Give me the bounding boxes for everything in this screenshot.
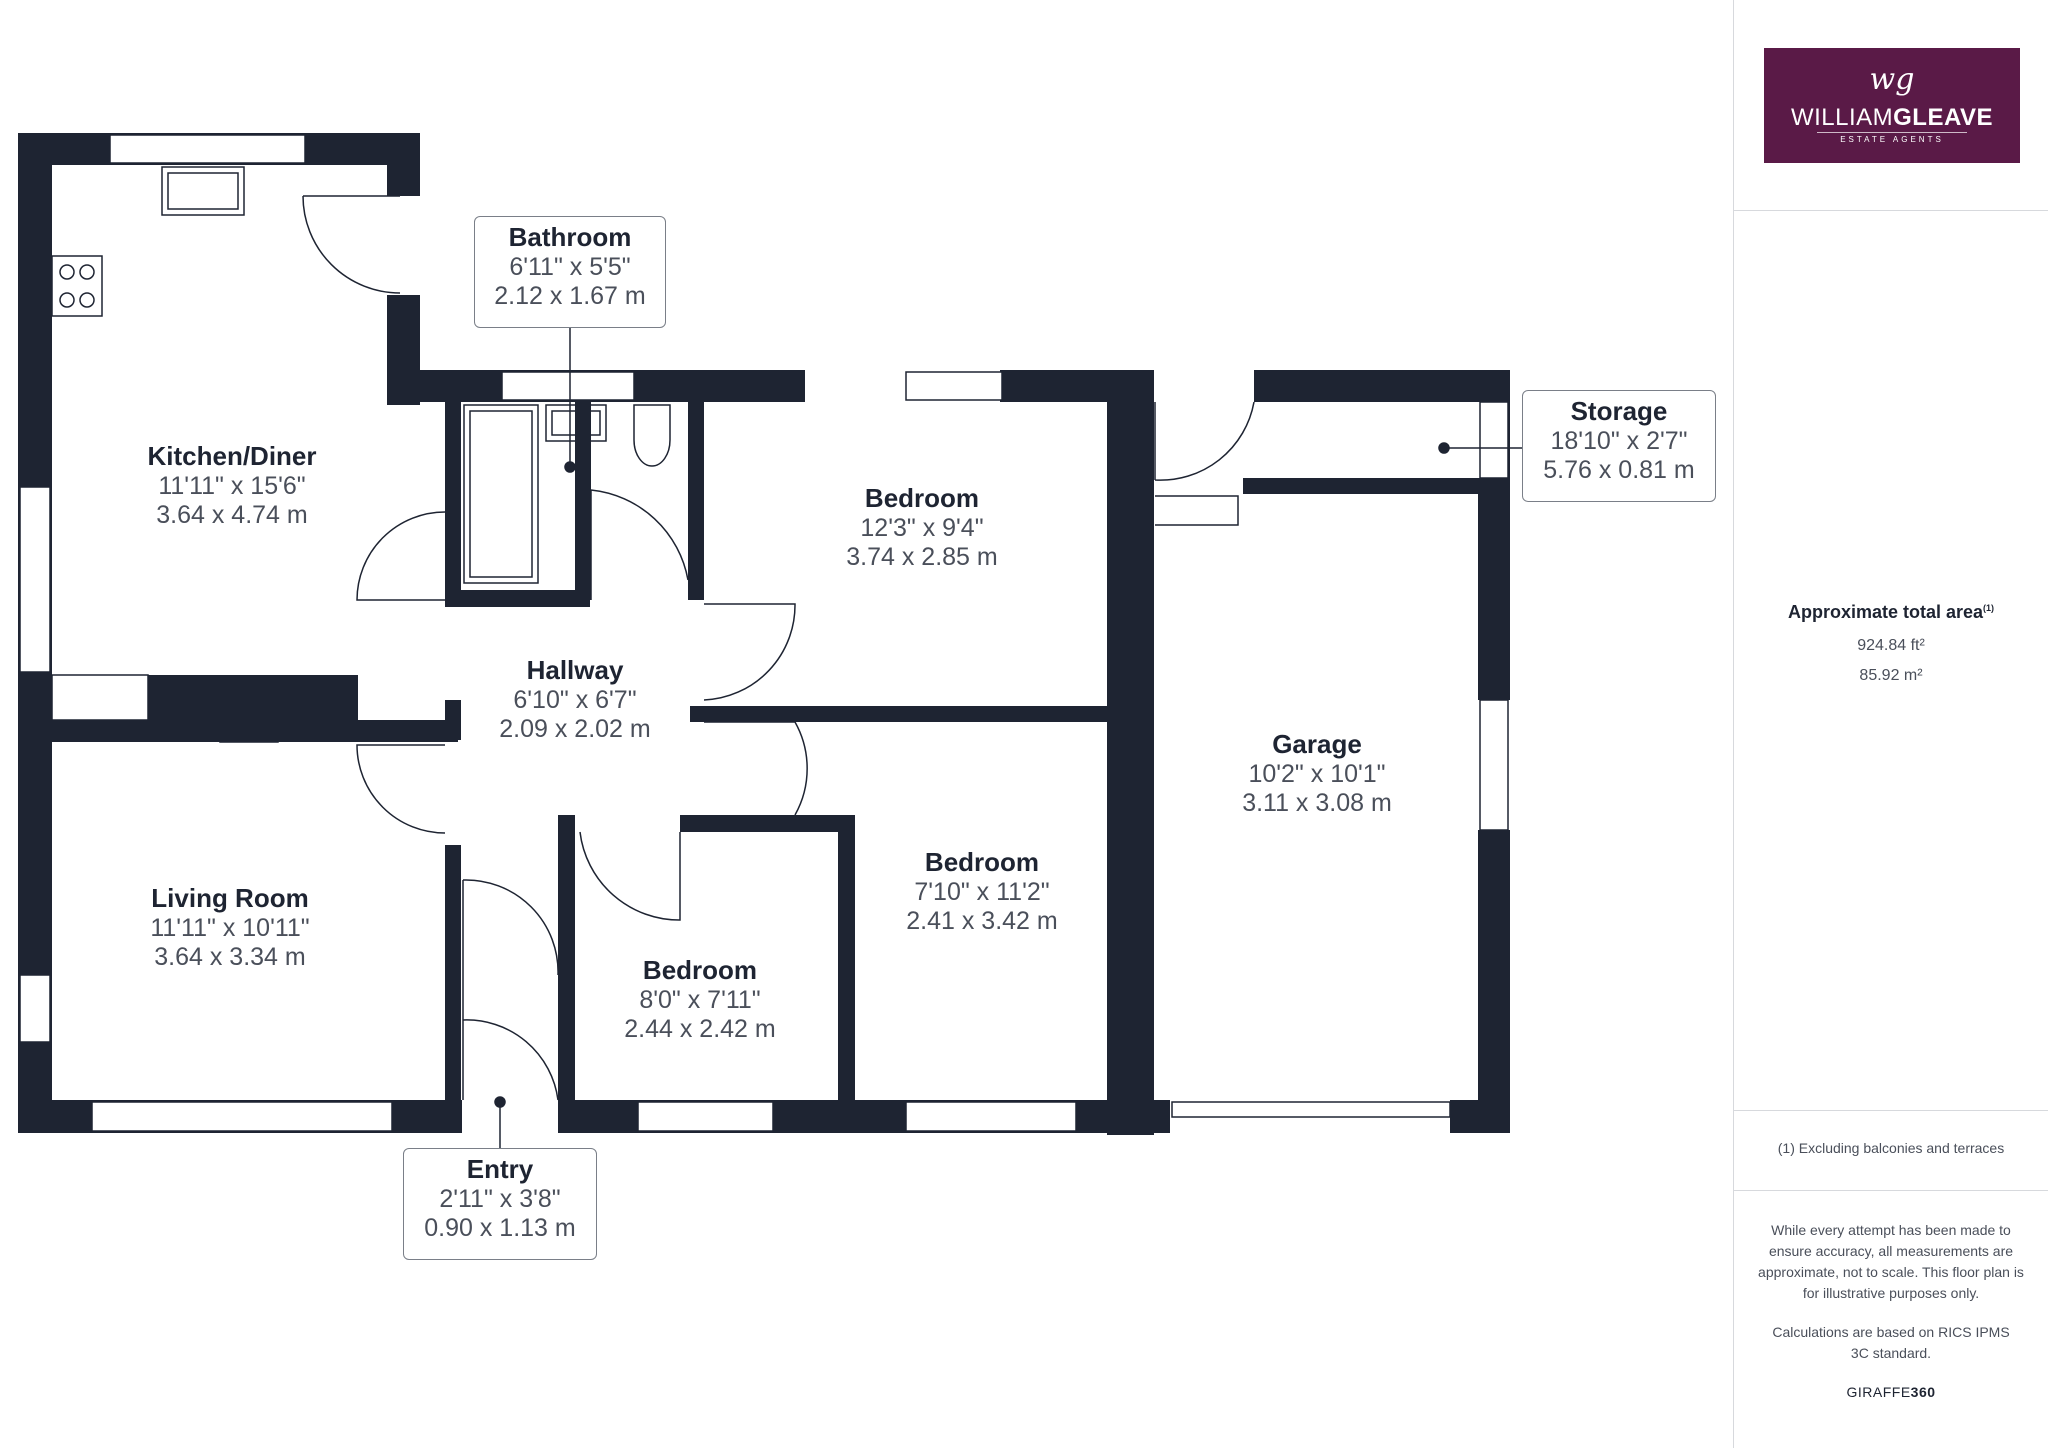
giraffe360-brand: GIRAFFE360 bbox=[1734, 1384, 2048, 1400]
room-dim-imperial: 18'10" x 2'7" bbox=[1550, 426, 1688, 455]
wall-bed1-right bbox=[1107, 370, 1154, 1135]
windows bbox=[19, 134, 1509, 1132]
wall-kitchen-top-right bbox=[387, 133, 420, 196]
room-kitchen-diner: Kitchen/Diner 11'11" x 15'6" 3.64 x 4.74… bbox=[147, 441, 317, 529]
wall-small-bed-right bbox=[838, 815, 855, 1133]
logo-name-bold: GLEAVE bbox=[1893, 104, 1994, 131]
room-dim-metric: 2.09 x 2.02 m bbox=[499, 714, 651, 743]
bathtub bbox=[463, 404, 539, 584]
room-name: Entry bbox=[466, 1154, 534, 1184]
room-dim-metric: 2.41 x 3.42 m bbox=[906, 906, 1058, 935]
logo-name-thin: WILLIAM bbox=[1790, 104, 1894, 131]
doors bbox=[302, 195, 1255, 1101]
wall-small-bed-left bbox=[558, 815, 575, 1133]
area-note-ref: (1) bbox=[1983, 603, 1995, 613]
wall-garage-bottom-right bbox=[1450, 1100, 1510, 1133]
wall-garage-right-top bbox=[1478, 478, 1510, 700]
divider bbox=[1734, 210, 2048, 211]
wall-bath-bottom bbox=[445, 590, 590, 607]
brand-bold: 360 bbox=[1910, 1384, 1936, 1400]
wall-small-bed-top bbox=[680, 815, 855, 832]
room-name: Garage bbox=[1272, 729, 1362, 759]
callout-entry: Entry 2'11" x 3'8" 0.90 x 1.13 m bbox=[403, 1148, 597, 1260]
room-dim-metric: 3.11 x 3.08 m bbox=[1242, 788, 1392, 817]
area-metric: 85.92 m² bbox=[1859, 667, 1923, 684]
wall-bath-inner bbox=[575, 400, 591, 600]
room-dim-imperial: 7'10" x 11'2" bbox=[914, 877, 1050, 906]
room-name: Bedroom bbox=[924, 847, 1040, 877]
room-name: Bathroom bbox=[508, 222, 632, 252]
disclaimer: While every attempt has been made to ens… bbox=[1758, 1222, 2024, 1301]
wall-kitchen-hall bbox=[445, 400, 461, 600]
toilet bbox=[633, 404, 671, 467]
room-dim-metric: 3.64 x 4.74 m bbox=[156, 500, 308, 529]
room-dim-imperial: 10'2" x 10'1" bbox=[1248, 759, 1386, 788]
room-name: Kitchen/Diner bbox=[147, 441, 317, 471]
room-bedroom-middle: Bedroom 7'10" x 11'2" 2.41 x 3.42 m bbox=[906, 847, 1058, 935]
floor-plan: Kitchen/Diner 11'11" x 15'6" 3.64 x 4.74… bbox=[18, 133, 1716, 1260]
room-dim-metric: 0.90 x 1.13 m bbox=[424, 1213, 576, 1242]
info-sidebar: wg WILLIAMGLEAVE ESTATE AGENTS Approxima… bbox=[1733, 0, 2048, 1448]
logo-subtitle: ESTATE AGENTS bbox=[1817, 132, 1967, 144]
floor-plan-drawing bbox=[18, 133, 1522, 1148]
divider bbox=[1734, 1190, 2048, 1191]
room-dim-imperial: 11'11" x 10'11" bbox=[150, 913, 310, 942]
room-dim-imperial: 12'3" x 9'4" bbox=[860, 513, 984, 542]
wall-storage-bottom bbox=[1243, 478, 1483, 494]
kitchen-sink bbox=[161, 166, 245, 216]
room-name: Hallway bbox=[526, 655, 624, 685]
callout-bathroom: Bathroom 6'11" x 5'5" 2.12 x 1.67 m bbox=[474, 216, 666, 328]
area-title-text: Approximate total area bbox=[1787, 602, 1984, 622]
room-dim-metric: 2.12 x 1.67 m bbox=[494, 281, 646, 310]
wall-chimney-right bbox=[338, 675, 358, 720]
room-bedroom-small: Bedroom 8'0" x 7'11" 2.44 x 2.42 m bbox=[624, 955, 776, 1043]
wall-bath-right bbox=[688, 400, 704, 600]
room-name: Living Room bbox=[151, 883, 309, 913]
area-title: Approximate total area(1) bbox=[1734, 602, 2048, 623]
wall-living-hall bbox=[445, 845, 461, 1100]
kitchen-hob bbox=[51, 255, 103, 317]
wall-bed1-bed2 bbox=[690, 706, 1107, 722]
divider bbox=[1734, 1110, 2048, 1111]
wall-garage-right-bottom bbox=[1478, 830, 1510, 1133]
room-dim-imperial: 11'11" x 15'6" bbox=[158, 471, 306, 500]
room-garage: Garage 10'2" x 10'1" 3.11 x 3.08 m bbox=[1242, 729, 1392, 817]
wall-chimney bbox=[148, 675, 338, 742]
room-bedroom-top: Bedroom 12'3" x 9'4" 3.74 x 2.85 m bbox=[846, 483, 998, 571]
callout-pointers bbox=[494, 328, 1522, 1148]
room-dim-metric: 3.74 x 2.85 m bbox=[846, 542, 998, 571]
room-dim-imperial: 6'11" x 5'5" bbox=[509, 252, 631, 281]
room-dim-metric: 2.44 x 2.42 m bbox=[624, 1014, 776, 1043]
logo-mark-icon: wg bbox=[1869, 62, 1915, 97]
footnote: (1) Excluding balconies and terraces bbox=[1777, 1140, 2005, 1156]
fixtures bbox=[51, 166, 671, 743]
logo-name: WILLIAMGLEAVE bbox=[1764, 104, 2020, 132]
brand-thin: GIRAFFE bbox=[1846, 1384, 1911, 1400]
room-name: Storage bbox=[1570, 396, 1668, 426]
room-name: Bedroom bbox=[642, 955, 758, 985]
room-dim-imperial: 8'0" x 7'11" bbox=[639, 985, 761, 1014]
agent-logo: wg WILLIAMGLEAVE ESTATE AGENTS bbox=[1764, 48, 2020, 163]
room-dim-metric: 3.64 x 3.34 m bbox=[154, 942, 306, 971]
room-dim-imperial: 6'10" x 6'7" bbox=[513, 685, 637, 714]
room-hallway: Hallway 6'10" x 6'7" 2.09 x 2.02 m bbox=[499, 655, 651, 743]
room-dim-metric: 5.76 x 0.81 m bbox=[1543, 455, 1695, 484]
bath-sink bbox=[545, 404, 607, 442]
kitchen-counter bbox=[51, 674, 149, 721]
wall-living-hall-top bbox=[445, 700, 461, 740]
callout-storage: Storage 18'10" x 2'7" 5.76 x 0.81 m bbox=[1522, 390, 1716, 502]
area-imperial: 924.84 ft² bbox=[1857, 637, 1925, 654]
room-living-room: Living Room 11'11" x 10'11" 3.64 x 3.34 … bbox=[150, 883, 310, 971]
calculation-note: Calculations are based on RICS IPMS 3C s… bbox=[1772, 1324, 2010, 1361]
room-name: Bedroom bbox=[864, 483, 980, 513]
room-dim-imperial: 2'11" x 3'8" bbox=[439, 1184, 561, 1213]
wall-storage-top bbox=[1254, 370, 1510, 402]
